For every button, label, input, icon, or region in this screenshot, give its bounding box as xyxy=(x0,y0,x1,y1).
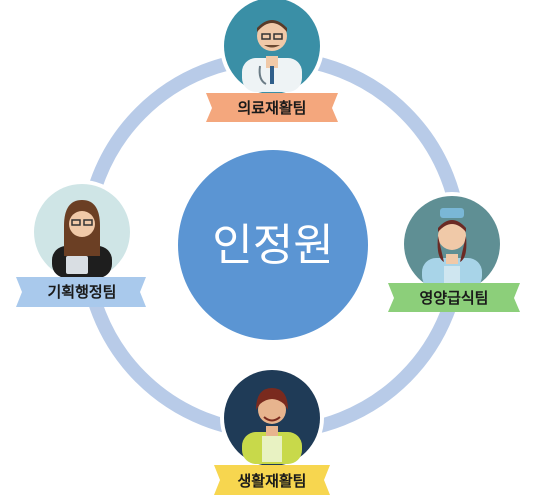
ribbon-nutrition xyxy=(388,283,520,312)
team-node-planning: 기획행정팀 xyxy=(16,180,146,307)
team-node-living: 생활재활팀 xyxy=(214,366,330,495)
team-label-planning: 기획행정팀 xyxy=(47,283,116,301)
team-label-nutrition: 영양급식팀 xyxy=(419,289,488,307)
caregiver-figure xyxy=(242,388,302,464)
ribbon-living xyxy=(214,465,330,495)
doctor-figure xyxy=(242,20,302,92)
center-circle xyxy=(178,150,368,340)
team-node-nutrition: 영양급식팀 xyxy=(388,192,520,312)
team-label-medical: 의료재활팀 xyxy=(237,99,306,117)
team-label-living: 생활재활팀 xyxy=(237,472,306,490)
ribbon-planning xyxy=(16,277,146,307)
ribbon-medical xyxy=(206,93,338,122)
administrator-figure xyxy=(52,200,112,278)
center-label: 인정원 xyxy=(212,220,333,271)
team-node-medical: 의료재활팀 xyxy=(206,0,338,122)
cook-figure xyxy=(422,208,482,290)
